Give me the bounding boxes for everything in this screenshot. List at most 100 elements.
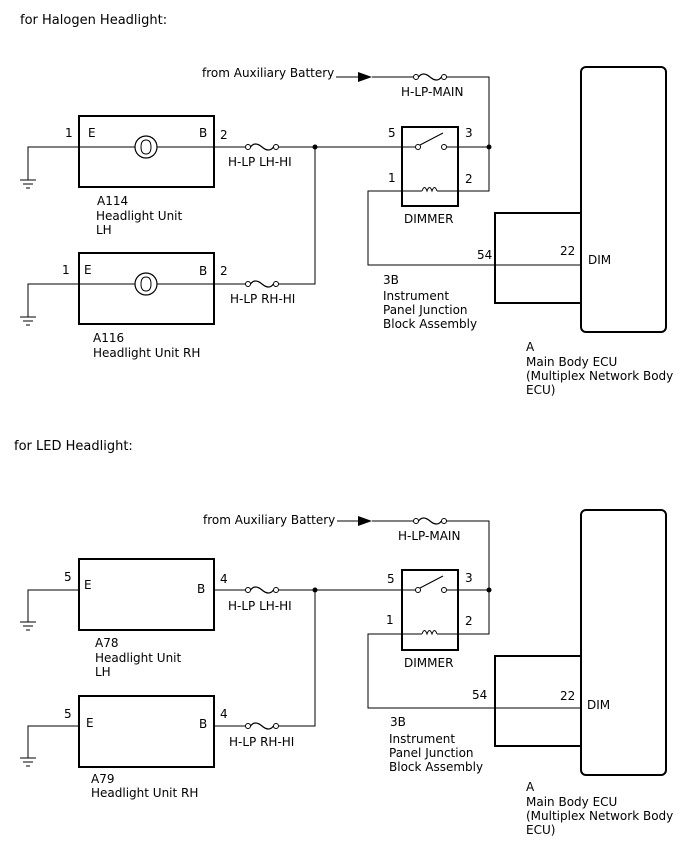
wire [458,147,490,192]
fuse-icon [245,280,279,288]
wire [367,190,580,266]
component-code: A114 [97,194,128,208]
signal-label: DIM [587,698,610,712]
component-name: Main Body ECU [526,795,617,809]
wire [367,633,580,709]
pin-number: 1 [62,263,70,277]
fuse-label: H-LP LH-HI [228,599,292,613]
pin-number: 22 [560,244,575,258]
pin-number: 54 [477,248,492,262]
pin-number: 2 [465,172,473,186]
pin-number: 22 [560,689,575,703]
aux-battery-label: from Auxiliary Battery [203,513,335,527]
ground-wire [27,283,79,317]
arrow-right-icon [358,516,372,526]
pin-number: 5 [64,570,72,584]
dimmer-relay [401,126,459,207]
pin-number: 2 [220,264,228,278]
section-halogen: for Halogen Headlight: from Auxiliary Ba… [20,13,673,397]
headlight-unit-rh [78,695,215,768]
component-name: LH [96,223,112,237]
pin-number: 1 [65,126,73,140]
coil-icon [402,187,458,193]
pin-label-e: E [84,578,92,592]
dimmer-label: DIMMER [404,212,453,226]
ground-wire [27,725,79,758]
pin-number: 2 [465,614,473,628]
wire [278,590,316,727]
headlight-unit-lh [78,558,215,631]
switch-icon [402,575,458,593]
fuse-label: H-LP RH-HI [229,735,294,749]
ground-icon [20,757,36,767]
pin-label-e: E [84,263,92,277]
pin-number: 1 [388,171,396,185]
pin-number: 54 [472,688,487,702]
fuse-label: H-LP RH-HI [230,292,295,306]
component-name: Headlight Unit RH [91,786,198,800]
component-name: Instrument [389,732,455,746]
fuse-icon [245,143,279,151]
component-name: ECU) [526,383,555,397]
pin-label-b: B [199,126,207,140]
component-name: LH [95,665,111,679]
fuse-icon [413,73,447,81]
fuse-icon [413,517,447,525]
pin-number: 1 [386,613,394,627]
component-name: ECU) [526,823,555,837]
ground-wire [27,146,79,180]
component-name: Block Assembly [389,760,483,774]
main-body-ecu [580,509,667,776]
pin-number: 4 [220,707,228,721]
coil-icon [402,630,458,636]
component-code: A79 [91,772,114,786]
instrument-panel-junction-block [494,212,582,304]
main-body-ecu [580,66,667,333]
pin-number: 3 [465,126,473,140]
fuse-icon [245,586,279,594]
fuse-label-main: H-LP-MAIN [401,85,463,99]
fuse-icon [245,722,279,730]
pin-label-b: B [197,582,205,596]
component-code: A116 [93,331,124,345]
pin-number: 2 [220,128,228,142]
bulb-icon [134,272,158,296]
component-code: A78 [95,636,118,650]
wire [446,76,490,147]
pin-label-b: B [199,717,207,731]
ground-icon [20,621,36,631]
section-title: for Halogen Headlight: [20,13,167,28]
component-name: Block Assembly [383,317,477,331]
component-code: A [526,780,535,794]
pin-label-b: B [199,264,207,278]
fuse-label: H-LP LH-HI [228,155,292,169]
component-name: Headlight Unit RH [93,346,200,360]
pin-label-e: E [86,716,94,730]
section-led: for LED Headlight: from Auxiliary Batter… [14,439,673,837]
component-name: (Multiplex Network Body [526,369,673,383]
component-code: 3B [383,273,399,287]
component-code: 3B [390,715,406,729]
pin-number: 3 [465,571,473,585]
dimmer-relay [401,569,459,651]
dimmer-label: DIMMER [404,656,453,670]
pin-number: 5 [64,707,72,721]
wire [278,147,316,285]
wire [458,590,490,635]
ground-icon [20,179,36,189]
pin-number: 4 [220,572,228,586]
ground-icon [20,316,36,326]
aux-battery-label: from Auxiliary Battery [202,66,334,80]
headlight-unit-lh [78,115,215,188]
bulb-icon [134,135,158,159]
component-name: Instrument [383,289,449,303]
component-name: Panel Junction [383,303,468,317]
pin-number: 5 [388,126,396,140]
component-name: Panel Junction [389,746,474,760]
headlight-unit-rh [78,252,215,325]
ground-wire [27,589,79,622]
arrow-right-icon [358,72,372,82]
component-name: Headlight Unit [96,209,183,223]
component-name: Headlight Unit [95,651,182,665]
